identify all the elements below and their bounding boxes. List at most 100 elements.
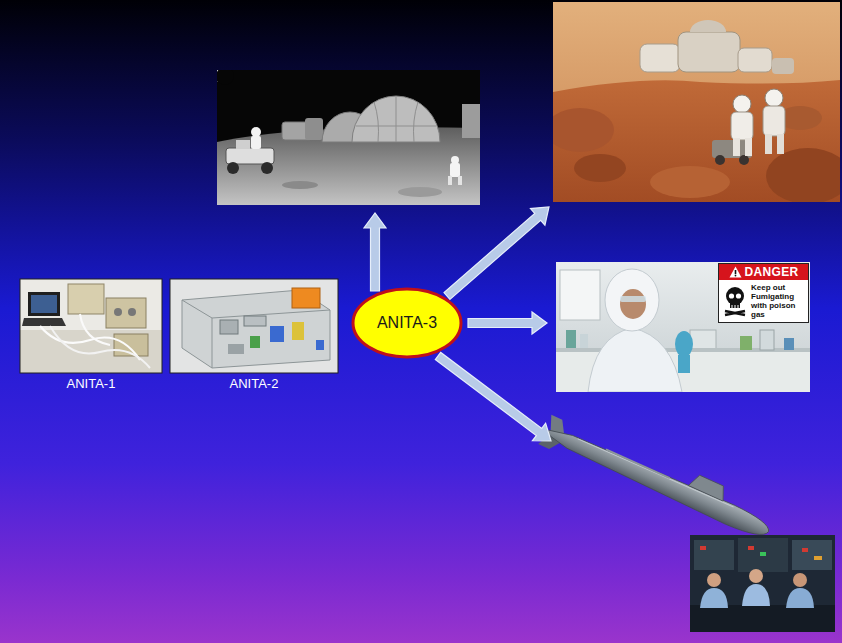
illustration-part xyxy=(784,338,794,350)
illustration-part xyxy=(793,573,807,587)
illustration-part xyxy=(814,556,822,560)
illustration-part xyxy=(543,423,772,542)
submarine-crew-picture xyxy=(690,535,835,632)
illustration-part xyxy=(715,155,725,165)
illustration-part xyxy=(749,569,763,583)
node-label: ANITA-3 xyxy=(377,314,437,332)
illustration-part xyxy=(50,326,150,368)
illustration-part xyxy=(694,540,734,570)
illustration-part xyxy=(763,106,785,136)
illustration-part xyxy=(620,289,646,319)
illustration-part xyxy=(450,163,460,177)
warning-triangle xyxy=(729,266,742,278)
illustration-part xyxy=(451,156,459,164)
illustration-part xyxy=(236,140,250,149)
illustration-part xyxy=(68,284,104,314)
moon-base-picture xyxy=(217,70,480,205)
illustration-part xyxy=(398,187,442,197)
illustration-part xyxy=(707,573,721,587)
illustration-part xyxy=(690,535,835,632)
crossbones xyxy=(725,311,745,315)
illustration-part xyxy=(760,330,774,350)
mars-base-picture xyxy=(553,2,840,202)
illustration-part xyxy=(690,605,835,632)
illustration-part xyxy=(739,155,749,165)
illustration-part xyxy=(733,138,740,156)
illustration-part xyxy=(678,32,740,72)
illustration-part xyxy=(270,326,284,342)
illustration-part xyxy=(760,552,766,556)
block-arrow xyxy=(468,312,547,334)
illustration-part xyxy=(678,355,690,373)
illustration-part xyxy=(578,437,734,509)
illustration-part xyxy=(458,176,462,185)
illustration-part xyxy=(251,127,261,137)
illustration-part xyxy=(777,134,784,154)
illustration-part xyxy=(640,44,680,72)
eye xyxy=(729,293,734,298)
illustration-part xyxy=(742,584,770,606)
illustration-part xyxy=(560,270,600,320)
illustration-part xyxy=(114,308,122,316)
photo-frame xyxy=(20,279,162,373)
design-render-picture xyxy=(170,279,338,373)
node-label: ANITA-1 xyxy=(67,376,116,393)
illustration-part xyxy=(688,473,728,501)
sign-header: DANGER xyxy=(719,264,808,280)
illustration-part xyxy=(605,269,659,331)
illustration-part xyxy=(620,296,646,302)
illustration-part xyxy=(675,331,693,357)
illustration-part xyxy=(700,546,706,550)
illustration-part xyxy=(448,176,452,185)
illustration-part xyxy=(226,148,274,164)
illustration-part xyxy=(292,322,304,340)
illustration-part xyxy=(556,262,810,392)
illustration-part xyxy=(128,308,136,316)
illustration-part xyxy=(748,546,754,550)
illustration-part xyxy=(22,318,66,326)
illustration-part xyxy=(352,96,440,142)
illustration-part xyxy=(305,118,323,140)
illustration-part xyxy=(220,320,238,334)
illustration-part xyxy=(217,70,234,85)
illustration-part xyxy=(745,138,752,156)
sign-body: Keep out Fumigating with poison gas xyxy=(719,280,808,322)
illustration-part xyxy=(251,136,261,149)
warning-text: Keep out Fumigating with poison gas xyxy=(751,283,805,319)
block-arrow xyxy=(435,352,551,441)
illustration-part xyxy=(282,181,318,189)
illustration-part xyxy=(228,344,244,354)
illustration-part xyxy=(738,538,788,572)
illustration-part xyxy=(244,316,266,326)
illustration-part xyxy=(802,548,808,552)
illustration-part xyxy=(765,89,783,107)
prototype-photo: ANITA-1 xyxy=(20,279,162,393)
illustration-part xyxy=(20,279,162,373)
illustration-part xyxy=(606,448,671,479)
danger-sign: DANGER Keep out Fumigating with poison ga… xyxy=(718,263,809,323)
illustration-part xyxy=(261,162,273,174)
illustration-part xyxy=(292,288,320,308)
illustration-part xyxy=(580,334,588,348)
illustration-part xyxy=(250,336,260,348)
instrument-ellipse: ANITA-3 xyxy=(351,287,463,359)
teeth xyxy=(732,305,738,308)
illustration-part xyxy=(765,134,772,154)
node-label: DANGER xyxy=(745,265,799,279)
exclamation-bar xyxy=(734,270,736,274)
submarine-picture xyxy=(538,409,778,545)
illustration-part xyxy=(356,96,436,142)
jaw xyxy=(730,301,740,308)
illustration-part xyxy=(40,326,140,360)
illustration-part xyxy=(740,336,752,350)
illustration-part xyxy=(28,292,60,316)
illustration-part xyxy=(80,314,110,345)
illustration-part xyxy=(786,588,814,608)
prototype-photo-picture xyxy=(20,279,162,373)
illustration-part xyxy=(566,330,576,348)
exclamation-dot xyxy=(734,275,736,277)
illustration-part xyxy=(227,162,239,174)
node-label: ANITA-2 xyxy=(230,376,279,393)
illustration-part xyxy=(731,112,753,140)
illustration-part xyxy=(574,154,626,182)
